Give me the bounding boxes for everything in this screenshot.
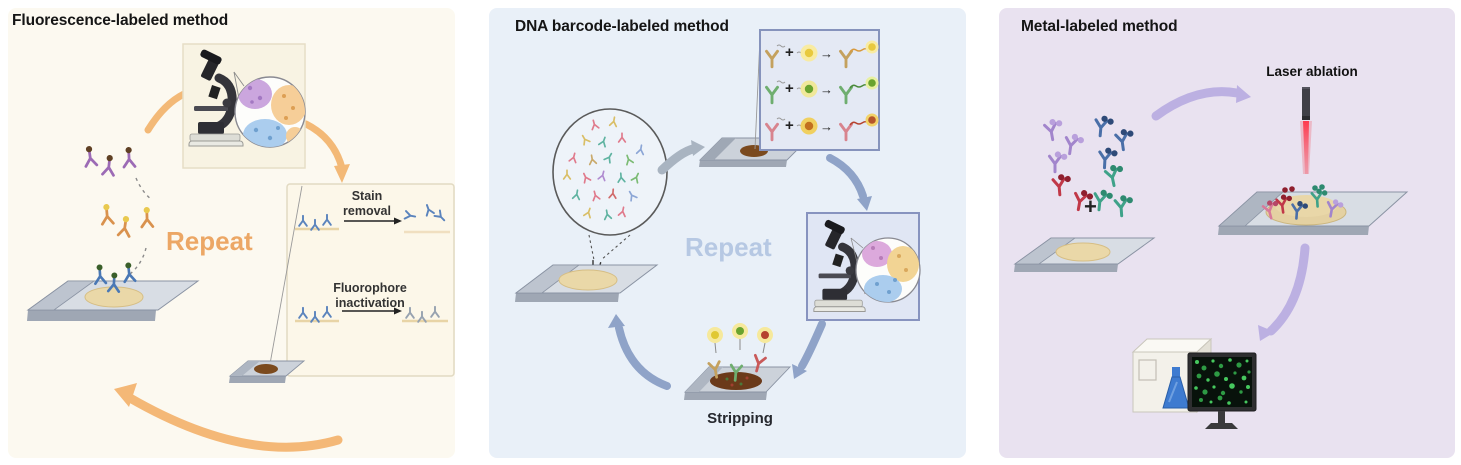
repeat-label: Repeat bbox=[685, 232, 772, 262]
laser-icon bbox=[1300, 87, 1312, 174]
monitor-icon bbox=[1187, 352, 1257, 429]
microscope-slide bbox=[26, 260, 200, 321]
cycle-arrow-icon bbox=[114, 90, 350, 452]
tissue-sample bbox=[558, 269, 618, 291]
antibody-icon bbox=[1097, 145, 1120, 170]
antibody-icon bbox=[1051, 171, 1074, 197]
magnified-cells-icon bbox=[234, 76, 306, 148]
microscope-slide-small bbox=[228, 360, 306, 383]
antibody-icon bbox=[99, 202, 115, 226]
fluorophore-dot bbox=[804, 84, 814, 94]
dashed-connector bbox=[129, 247, 147, 275]
stain-removal-inset-box bbox=[286, 183, 455, 377]
plus-sign: + bbox=[1084, 194, 1097, 219]
arrow-sign: → bbox=[820, 82, 833, 97]
dna-squiggle bbox=[849, 120, 869, 126]
callout-dashed-line bbox=[600, 234, 631, 261]
antibody-icon bbox=[1113, 126, 1138, 152]
laser-beam bbox=[1303, 121, 1309, 174]
antibody-icon bbox=[121, 145, 137, 169]
purple-antibody-group bbox=[81, 143, 137, 177]
antibody-icon bbox=[81, 143, 99, 168]
stripping-slide bbox=[683, 323, 792, 400]
plus-sign: + bbox=[785, 80, 794, 97]
tissue-sample bbox=[84, 286, 144, 308]
flow-arrow-icon bbox=[1151, 85, 1251, 121]
orange-antibody-group bbox=[99, 202, 155, 238]
antibody-icon bbox=[116, 213, 134, 238]
antibody-icon bbox=[101, 153, 117, 177]
repeat-label: Repeat bbox=[166, 226, 253, 256]
dna-squiggle bbox=[849, 83, 869, 89]
fluorophore-dot bbox=[868, 79, 876, 87]
flow-arrow-icon bbox=[826, 154, 872, 211]
panel-fluorescence-method: Fluorescence-labeled method Repeat Stain… bbox=[8, 8, 455, 458]
antibody-icon bbox=[1042, 115, 1067, 143]
tissue-sample bbox=[1055, 242, 1111, 262]
flow-arrow-icon bbox=[657, 140, 705, 175]
released-fluorophore bbox=[736, 327, 744, 335]
antibody-icon bbox=[1102, 161, 1128, 189]
antibody-icon bbox=[1113, 193, 1136, 218]
fluorophore-dot bbox=[868, 43, 876, 51]
fluorophore-inactivation-label: Fluorophore inactivation bbox=[333, 281, 407, 310]
microscope-box bbox=[182, 43, 306, 169]
callout-line bbox=[269, 185, 303, 365]
flask-icon bbox=[1162, 367, 1190, 409]
antibody-icon bbox=[1062, 131, 1087, 157]
laser-ablation-label: Laser ablation bbox=[1266, 64, 1358, 79]
callout-dashed-line bbox=[588, 234, 595, 261]
dna-squiggle bbox=[849, 47, 869, 53]
panel-metal-method: Metal-labeled method Laser ablation + bbox=[999, 8, 1455, 458]
fluorophore-dot bbox=[804, 121, 814, 131]
plus-sign: + bbox=[785, 117, 794, 134]
antibody-mixture-magnified bbox=[552, 108, 668, 236]
arrow-sign: → bbox=[820, 119, 833, 134]
panel-title: Fluorescence-labeled method bbox=[12, 12, 229, 29]
dashed-connector bbox=[135, 177, 153, 201]
panel-title: DNA barcode-labeled method bbox=[515, 18, 729, 35]
magnified-cells-icon bbox=[855, 237, 921, 303]
antibody-icon bbox=[1047, 149, 1069, 174]
flow-arrow-icon bbox=[608, 314, 671, 390]
ablation-slide bbox=[1217, 184, 1409, 235]
stain-removal-label: Stain removal bbox=[343, 189, 391, 218]
antibody-icon bbox=[121, 260, 137, 284]
plus-sign: + bbox=[785, 44, 794, 61]
antibody-icon bbox=[139, 205, 155, 229]
microscope-box bbox=[806, 212, 921, 321]
panel-dna-barcode-method: DNA barcode-labeled method Repeat Stripp… bbox=[489, 8, 966, 458]
fluorophore-dot bbox=[804, 48, 814, 58]
fluorophore-dot bbox=[868, 116, 876, 124]
microscope-slide bbox=[514, 264, 659, 302]
flow-arrow-icon bbox=[792, 320, 826, 379]
arrow-sign: → bbox=[820, 46, 833, 61]
stripping-label: Stripping bbox=[707, 410, 773, 427]
released-fluorophore bbox=[761, 331, 769, 339]
microscope-slide bbox=[1013, 237, 1156, 272]
tissue-sample bbox=[254, 364, 278, 374]
panel-title: Metal-labeled method bbox=[1021, 18, 1178, 35]
released-fluorophore bbox=[711, 331, 719, 339]
barcode-conjugation-box bbox=[759, 29, 880, 151]
flow-arrow-icon bbox=[1258, 243, 1310, 341]
antibody-icon bbox=[1093, 113, 1116, 139]
